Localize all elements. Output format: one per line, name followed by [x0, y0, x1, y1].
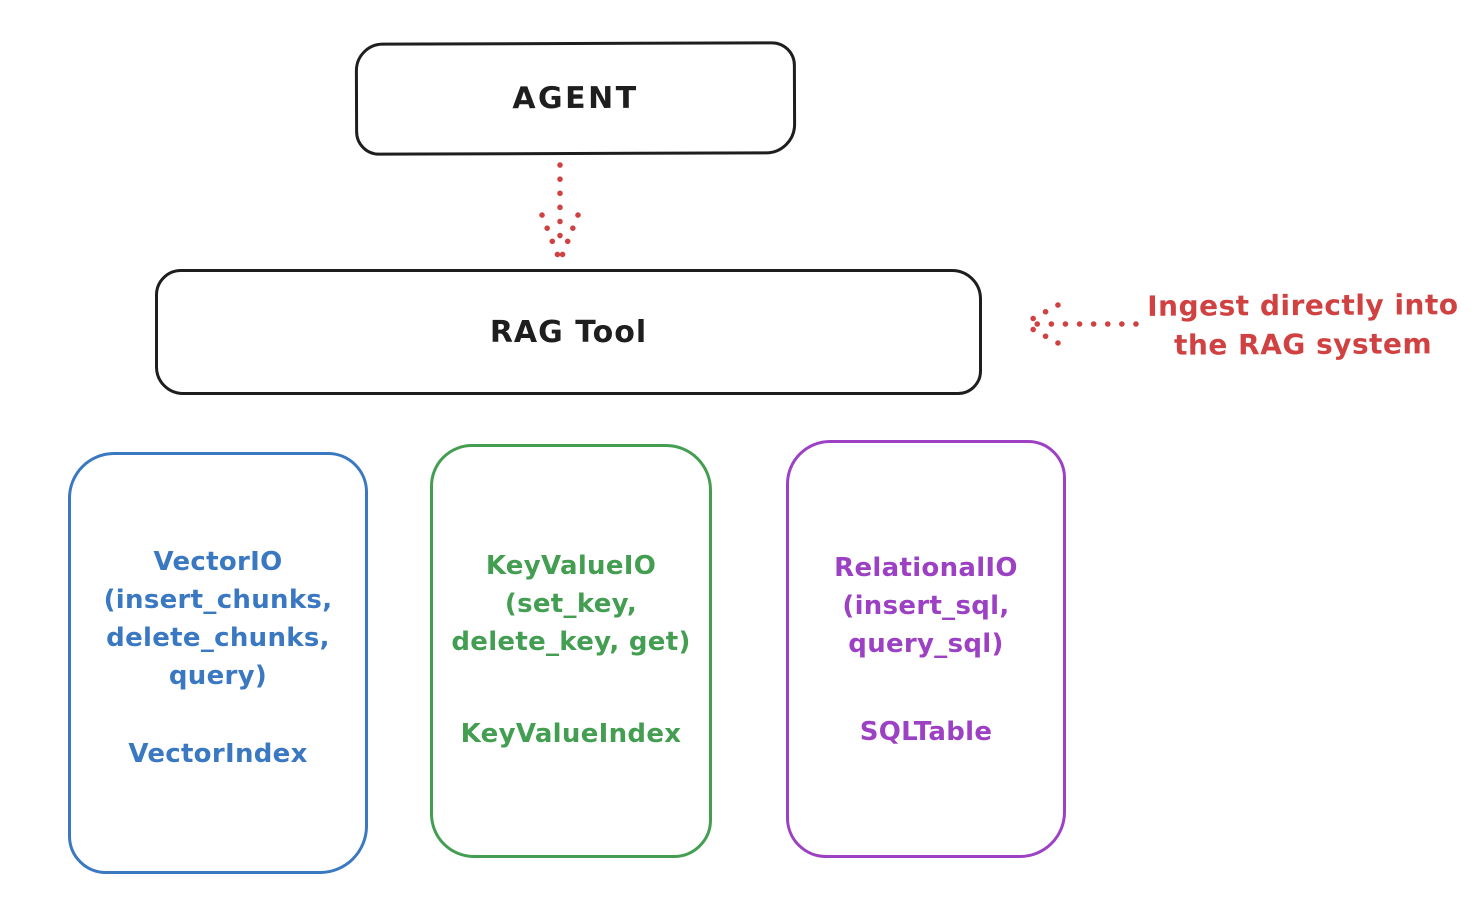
store-line: (insert_chunks, [103, 585, 333, 615]
vector-index-label: VectorIndex [128, 739, 308, 769]
store-line: VectorIO [153, 547, 283, 577]
store-line: delete_chunks, [106, 623, 330, 653]
store-line: query) [168, 661, 268, 691]
store-lines: RelationalIO (insert_sql, query_sql) [834, 549, 1018, 663]
agent-box: AGENT [354, 41, 797, 156]
store-line: delete_key, get) [451, 627, 691, 657]
keyvalue-io-box: KeyValueIO (set_key, delete_key, get) Ke… [430, 444, 712, 858]
store-lines: VectorIO (insert_chunks, delete_chunks, … [104, 543, 333, 695]
keyvalue-index-label: KeyValueIndex [460, 719, 682, 749]
store-lines: KeyValueIO (set_key, delete_key, get) [451, 547, 690, 661]
sql-table-label: SQLTable [859, 717, 993, 747]
relational-io-box: RelationalIO (insert_sql, query_sql) SQL… [786, 440, 1066, 858]
rag-tool-label: RAG Tool [489, 314, 648, 350]
annotation-line-2: the RAG system [1173, 327, 1433, 362]
down-arrow-icon [539, 162, 581, 264]
left-arrow-icon [1020, 302, 1139, 346]
annotation-line-1: Ingest directly into [1147, 288, 1459, 323]
agent-label: AGENT [512, 80, 639, 117]
rag-tool-box: RAG Tool [155, 269, 982, 395]
ingest-annotation: Ingest directly into the RAG system [1130, 285, 1476, 365]
store-line: (insert_sql, [842, 591, 1010, 621]
vector-io-box: VectorIO (insert_chunks, delete_chunks, … [68, 452, 368, 874]
store-line: KeyValueIO [485, 551, 657, 581]
store-line: query_sql) [848, 629, 1004, 659]
store-line: RelationalIO [834, 553, 1018, 583]
store-line: (set_key, [504, 589, 638, 619]
